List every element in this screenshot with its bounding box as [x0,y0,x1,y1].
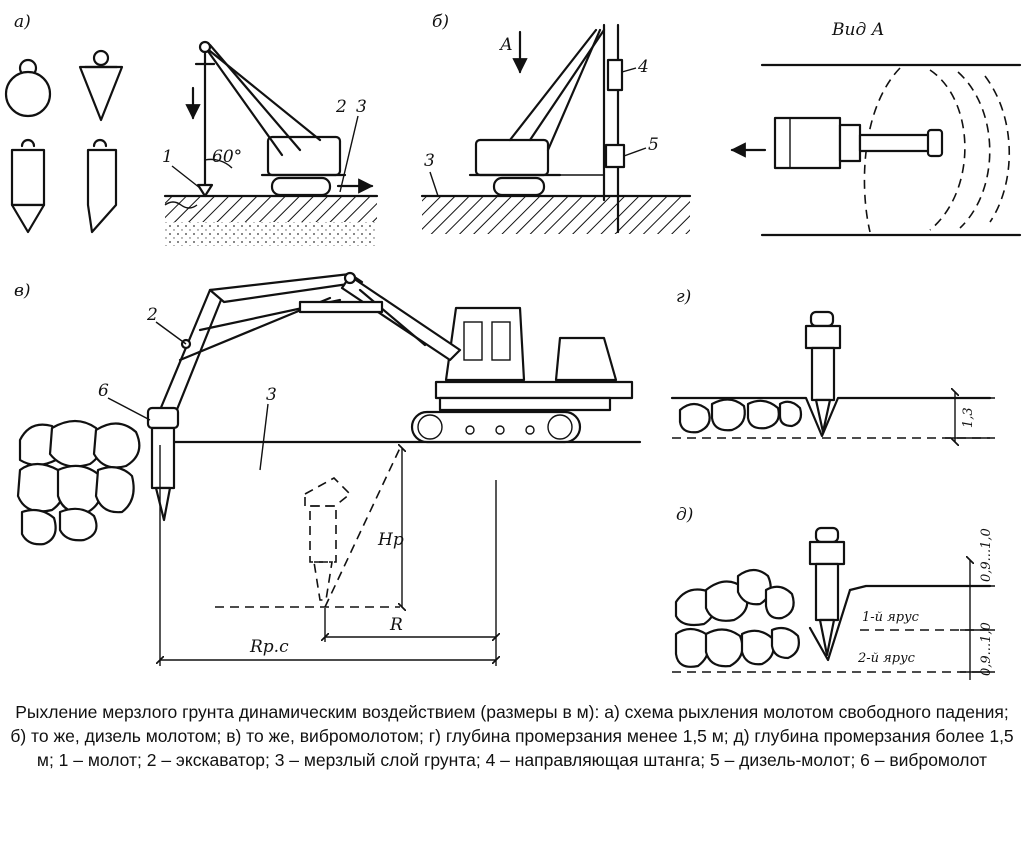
tier-second: 2-й ярус [857,651,916,666]
cylinder-hammer-icon [10,138,46,234]
hammer-dashed-outline [304,477,352,601]
panel-d-label: д) [676,505,693,525]
view-arrow-label: А [499,35,513,55]
panel-d: д) 1-й ярус 2-й ярус 0,9...1,0 0,9...1,0 [672,505,995,680]
label-hammer-1: 1 [162,147,173,167]
vibrohammer-g [804,310,842,434]
label-guide-rod-4: 4 [637,57,649,77]
label-excavator-2a: 2 [335,97,347,117]
wedge-hammer-icon [86,138,118,234]
label-soil-3a: 3 [356,97,367,117]
panel-b-label: б) [432,12,449,32]
frozen-boulders-d [674,568,800,668]
panel-g: г) 1,3 [670,287,995,442]
loosening-diagram: а) [4,12,1022,680]
panel-v: в) [14,271,642,666]
panel-a-label: а) [14,12,31,32]
dim-hp: Hр [377,530,404,550]
dim-g-depth: 1,3 [961,407,976,428]
crane-free-fall: 60° 1 2 3 [162,40,379,246]
tier-first: 1-й ярус [862,610,920,625]
panel-g-label: г) [676,287,691,307]
angle-label: 60° [212,147,242,167]
panel-b: б) А 3 4 5 [420,12,692,234]
dim-d-lower: 0,9...1,0 [979,622,994,676]
panel-a: а) [4,12,124,234]
excavator-2 [158,271,634,444]
ball-hammer-icon [4,58,52,118]
dim-r: R [389,615,403,635]
frozen-boulders-left [16,419,141,546]
label-vibrohammer-6: 6 [98,381,109,401]
view-a-title: Вид А [831,20,885,40]
label-excavator-2: 2 [146,305,158,325]
panel-v-label: в) [14,281,31,301]
view-a: Вид А [730,20,1022,237]
label-soil-3b: 3 [424,151,435,171]
figure-caption: Рыхление мерзлого грунта динамическим во… [10,702,1014,770]
dim-rpc: Rр.с [249,637,289,657]
cone-hammer-icon [78,49,124,122]
dim-d-upper: 0,9...1,0 [979,528,994,582]
label-soil-3v: 3 [266,385,277,405]
label-diesel-hammer-5: 5 [648,135,659,155]
vibrohammer-d [808,526,846,657]
vibrohammer-6 [146,406,180,522]
